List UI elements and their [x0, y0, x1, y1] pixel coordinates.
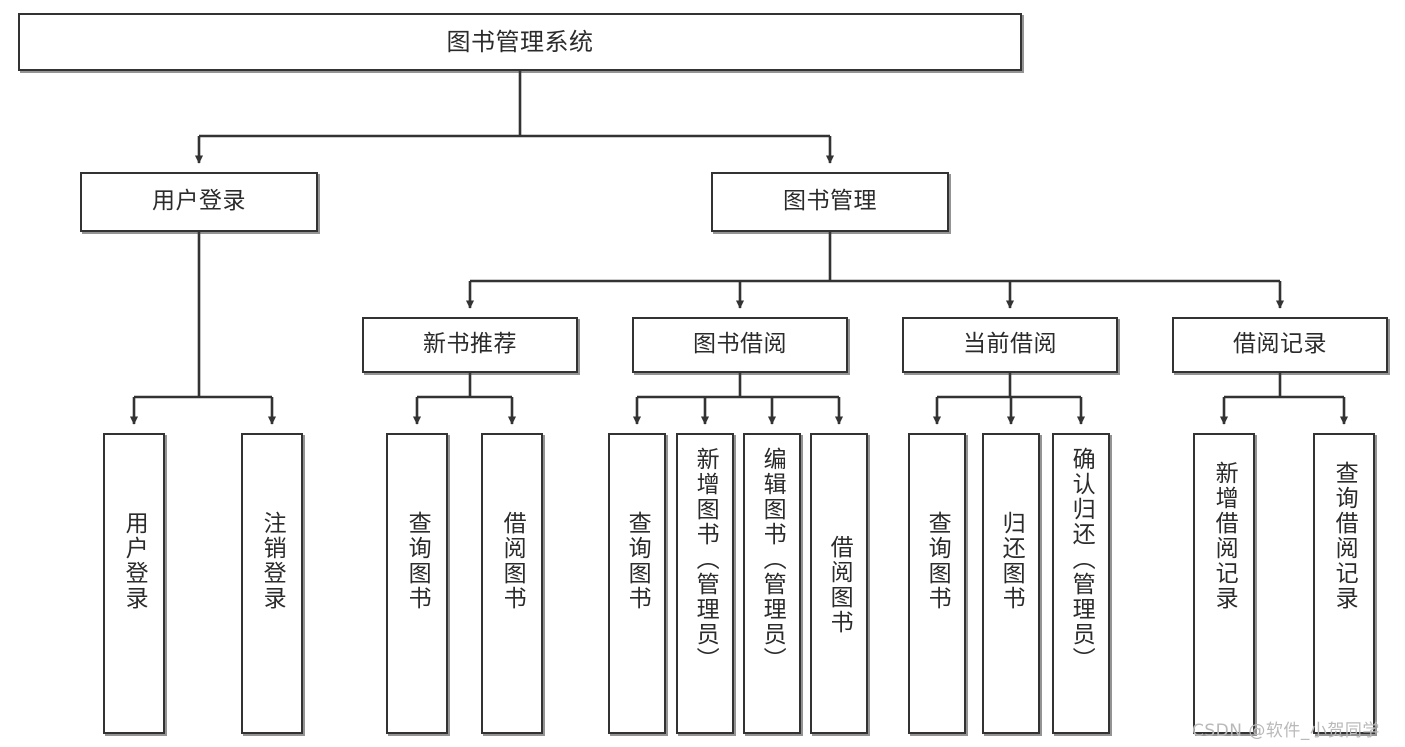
node-label: 新增借阅记录 — [1211, 461, 1238, 611]
node-records[interactable]: 借阅记录 — [1172, 317, 1388, 373]
node-label: 注销登录 — [259, 511, 286, 611]
node-label: 确认归还（管理员） — [1068, 447, 1095, 672]
node-leaf-cu-ret[interactable]: 归还图书 — [982, 433, 1040, 734]
node-label: 借阅记录 — [1233, 331, 1327, 358]
node-label: 查询图书 — [404, 511, 431, 611]
node-leaf-logout[interactable]: 注销登录 — [241, 433, 303, 734]
node-label: 新书推荐 — [423, 331, 517, 358]
node-leaf-rc-add[interactable]: 新增借阅记录 — [1193, 433, 1255, 734]
node-label: 编辑图书（管理员） — [759, 447, 786, 672]
node-leaf-cu-q[interactable]: 查询图书 — [908, 433, 966, 734]
watermark-text: CSDN @软件_小贺同学 — [1192, 721, 1380, 741]
node-leaf-nb-b[interactable]: 借阅图书 — [481, 433, 543, 734]
node-label: 当前借阅 — [963, 331, 1057, 358]
node-label: 归还图书 — [998, 511, 1025, 611]
node-leaf-cu-cfm[interactable]: 确认归还（管理员） — [1052, 433, 1110, 734]
node-login[interactable]: 用户登录 — [80, 172, 318, 232]
node-leaf-bo-brw[interactable]: 借阅图书 — [810, 433, 868, 734]
node-bookmgmt[interactable]: 图书管理 — [711, 172, 949, 232]
node-borrow[interactable]: 图书借阅 — [632, 317, 848, 373]
node-leaf-bo-ed[interactable]: 编辑图书（管理员） — [743, 433, 801, 734]
node-label: 用户登录 — [152, 188, 246, 215]
node-label: 借阅图书 — [826, 535, 853, 635]
node-current[interactable]: 当前借阅 — [902, 317, 1118, 373]
node-label: 新增图书（管理员） — [692, 447, 719, 672]
node-label: 图书管理系统 — [446, 27, 594, 56]
node-leaf-rc-q[interactable]: 查询借阅记录 — [1313, 433, 1375, 734]
node-newbook[interactable]: 新书推荐 — [362, 317, 578, 373]
node-leaf-nb-q[interactable]: 查询图书 — [386, 433, 448, 734]
node-label: 借阅图书 — [499, 511, 526, 611]
node-leaf-bo-add[interactable]: 新增图书（管理员） — [676, 433, 734, 734]
node-label: 图书管理 — [783, 188, 877, 215]
node-root[interactable]: 图书管理系统 — [18, 13, 1022, 71]
node-label: 查询借阅记录 — [1331, 461, 1358, 611]
node-label: 查询图书 — [624, 511, 651, 611]
node-label: 图书借阅 — [693, 331, 787, 358]
node-label: 查询图书 — [924, 511, 951, 611]
node-leaf-bo-q[interactable]: 查询图书 — [608, 433, 666, 734]
node-label: 用户登录 — [121, 511, 148, 611]
node-leaf-login[interactable]: 用户登录 — [103, 433, 165, 734]
